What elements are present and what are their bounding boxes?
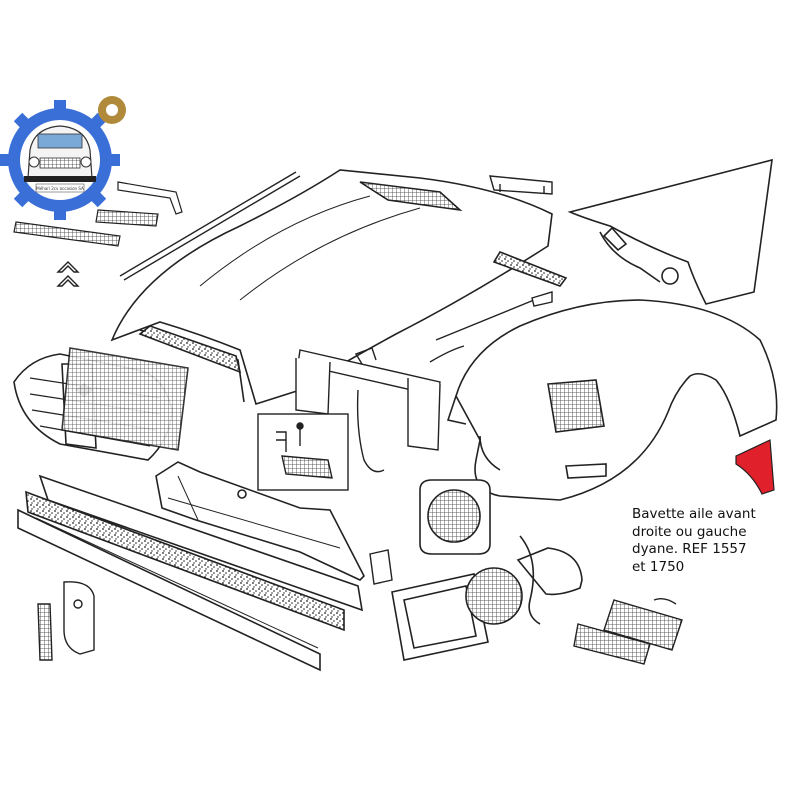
brand-logo: Méhari 2cv occasion SA [0, 96, 126, 220]
headlamp-left [419, 479, 491, 555]
bumper-brackets [37, 581, 95, 661]
indicator-lamps [573, 597, 683, 665]
caption-line-1: Bavette aile avant [632, 506, 756, 522]
bonnet-panel [110, 169, 568, 406]
front-valance-panel [155, 461, 365, 581]
front-wing-top [567, 158, 773, 305]
mud-flap-highlighted-part [735, 439, 775, 495]
bonnet-trim-strips [119, 171, 553, 281]
bumper-bars [17, 474, 364, 672]
logo-plate-text: Méhari 2cv occasion SA [36, 186, 84, 191]
headlamp-bracket [369, 549, 393, 585]
headlamp-right [465, 535, 583, 625]
part-caption: Bavette aile avant droite ou gauche dyan… [632, 506, 792, 576]
bonnet-support-frame [295, 291, 553, 473]
headlamp-surround [391, 573, 489, 661]
front-grille [13, 347, 189, 461]
windscreen-trim-parts [13, 181, 183, 247]
small-gear-icon [98, 96, 126, 124]
caption-line-3: dyane. REF 1557 [632, 541, 747, 557]
caption-line-4: et 1750 [632, 558, 685, 575]
chevron-icon [56, 261, 80, 287]
front-wing-large [446, 299, 778, 501]
latch-detail-inset [257, 413, 349, 491]
caption-line-2: droite ou gauche [632, 523, 747, 540]
car-icon: Méhari 2cv occasion SA [24, 125, 96, 193]
